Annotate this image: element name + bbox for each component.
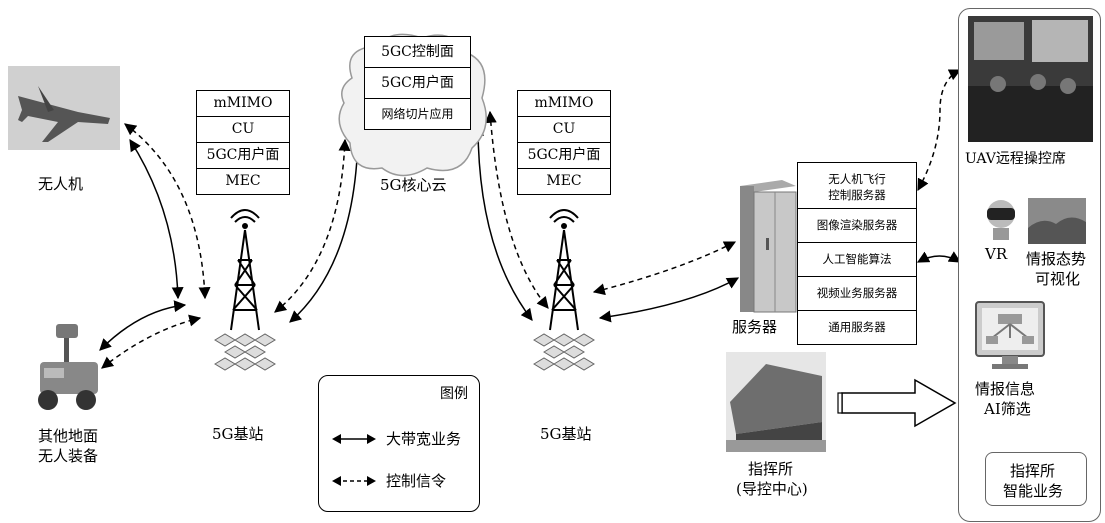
bs-left-label: 5G基站 <box>212 425 264 443</box>
ground-label-line2: 无人装备 <box>38 447 99 465</box>
ai-filter-label-line1: 情报信息 <box>975 380 1036 398</box>
bs-left-cell-mec: MEC <box>225 173 261 189</box>
ai-filter-monitor-icon <box>975 301 1045 369</box>
bs-right-cell-5gc-up: 5GC用户面 <box>518 143 610 169</box>
smart-service-box <box>985 452 1087 506</box>
ground-label-line1: 其他地面 <box>38 427 99 445</box>
server-seat-control-link <box>917 69 962 192</box>
uav-seat-photo-icon <box>968 16 1093 142</box>
vr-headset-icon <box>987 200 1015 240</box>
bs-right-cell-mec: MEC <box>546 173 582 189</box>
server-module-uav-flight-line2: 控制服务器 <box>828 188 886 202</box>
command-post-label-line1: 指挥所 <box>748 460 794 478</box>
bs-right-stack: mMIMO CU 5GC用户面 MEC <box>517 90 611 195</box>
server-module-render: 图像渲染服务器 <box>798 209 916 243</box>
legend <box>318 375 480 512</box>
uav-broadband-link <box>129 138 184 300</box>
smart-service-label-line1: 指挥所 <box>1010 462 1056 480</box>
core-label: 5G核心云 <box>380 176 447 194</box>
uav-icon <box>8 66 120 150</box>
server-module-ai: 人工智能算法 <box>798 243 916 277</box>
bs-right-tower-icon <box>533 209 595 371</box>
ai-filter-label-line2: AI筛选 <box>984 400 1031 418</box>
core-cell-slice: 网络切片应用 <box>381 107 454 121</box>
server-label: 服务器 <box>732 318 778 336</box>
server-module-general: 通用服务器 <box>828 320 886 334</box>
uav-seat-label: UAV远程操控席 <box>965 151 1066 167</box>
server-modules: 无人机飞行 控制服务器 图像渲染服务器 人工智能算法 视频业务服务器 通用服务器 <box>797 162 917 345</box>
uav-control-link <box>124 123 211 300</box>
bs-left-cell-5gc-up: 5GC用户面 <box>197 143 289 169</box>
legend-control-symbol <box>332 476 376 486</box>
command-post-arrow <box>841 378 957 428</box>
intel-label-line1: 情报态势 <box>1026 250 1087 268</box>
intel-label-line2: 可视化 <box>1035 270 1081 288</box>
uav-label: 无人机 <box>38 175 84 193</box>
core-cell-user: 5GC用户面 <box>365 68 470 99</box>
core-bs-right-broadband-link <box>472 123 533 321</box>
legend-broadband-label: 大带宽业务 <box>386 430 462 448</box>
bs-right-server-broadband-link <box>598 277 740 323</box>
bs-left-cell-mmimo: mMIMO <box>197 91 289 117</box>
legend-title: 图例 <box>440 386 468 402</box>
core-cell-control: 5GC控制面 <box>365 37 470 68</box>
bs-left-tower-icon <box>214 209 276 371</box>
intel-visualization-photo-icon <box>1028 198 1086 244</box>
legend-control-label: 控制信令 <box>386 472 447 490</box>
command-post-label-line2: (导控中心) <box>736 480 808 498</box>
ground-robot-icon <box>38 324 98 410</box>
ground-control-link <box>101 314 202 369</box>
server-rack-icon <box>740 180 797 313</box>
bs-left-cell-cu: CU <box>197 117 289 143</box>
smart-service-label-line2: 智能业务 <box>1003 482 1064 500</box>
bs-right-cell-mmimo: mMIMO <box>518 91 610 117</box>
server-module-video: 视频业务服务器 <box>798 277 916 311</box>
server-module-uav-flight: 无人机飞行 控制服务器 <box>798 163 916 209</box>
bs-left-stack: mMIMO CU 5GC用户面 MEC <box>196 90 290 195</box>
server-panel-broadband-link <box>916 251 962 263</box>
bs-right-server-control-link <box>592 241 737 296</box>
vr-label: VR <box>985 245 1008 263</box>
server-module-uav-flight-line1: 无人机飞行 <box>828 172 886 186</box>
legend-broadband-symbol <box>332 434 376 444</box>
core-stack: 5GC控制面 5GC用户面 网络切片应用 <box>364 36 471 130</box>
command-post-tent-icon <box>726 352 826 452</box>
bs-right-label: 5G基站 <box>540 425 592 443</box>
command-post-arrow-tail <box>837 392 843 414</box>
bs-right-cell-cu: CU <box>518 117 610 143</box>
